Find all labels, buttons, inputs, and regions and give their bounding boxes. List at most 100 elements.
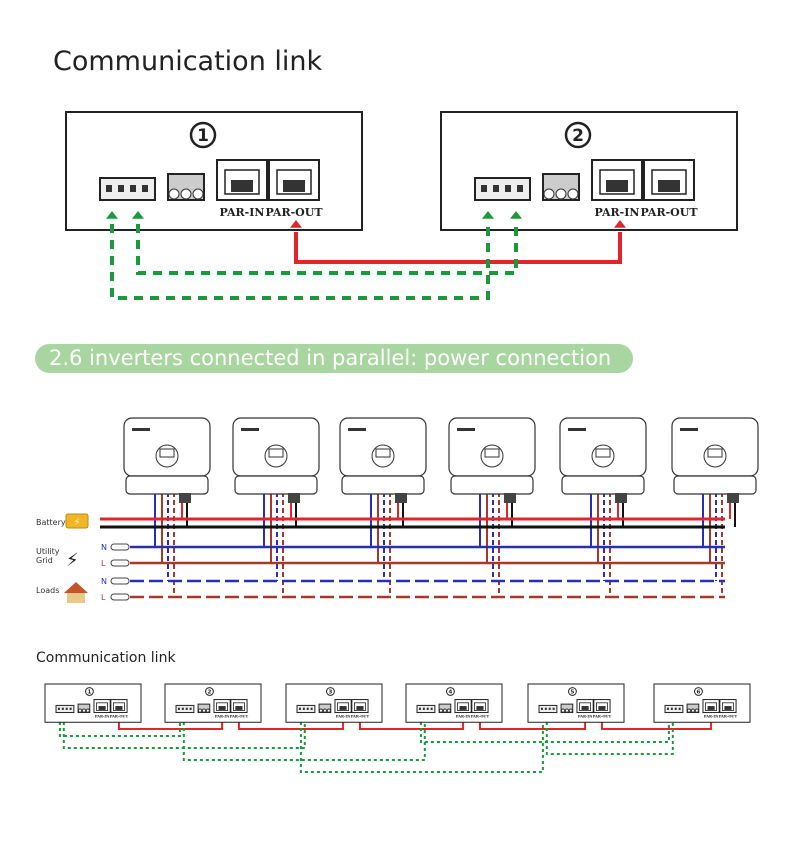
terminal-screw <box>201 708 207 713</box>
rj45-contacts <box>218 706 226 710</box>
rj45-contacts <box>476 706 484 710</box>
par-out-port-label: PAR-OUT <box>351 715 370 719</box>
arrow-head-icon <box>510 211 522 219</box>
terminal-screw <box>81 708 87 713</box>
rj45-icon <box>233 702 245 711</box>
rj45-icon <box>722 702 734 711</box>
terminal-pin <box>670 707 673 710</box>
par-in-port-label: PAR-IN <box>578 715 593 719</box>
comm-cable-green <box>299 722 544 773</box>
terminal-screw <box>543 188 555 200</box>
arrow-head-icon <box>290 220 302 228</box>
battery-icon <box>65 513 89 529</box>
rj45-icon <box>96 702 108 711</box>
par-in-port-label: PAR-IN <box>704 715 719 719</box>
banner: 2.6 inverters connected in parallel: pow… <box>35 344 633 373</box>
rj45-contacts <box>283 180 305 192</box>
display-icon <box>264 444 288 468</box>
rj45-contacts <box>235 706 243 710</box>
rj45-icon <box>651 169 687 195</box>
par-in-port-label: PAR-IN <box>215 715 230 719</box>
rj45-contacts <box>724 706 732 710</box>
terminal-pin <box>426 707 429 710</box>
brand-logo <box>132 428 150 431</box>
rj45-icon <box>224 169 260 195</box>
terminal-pin <box>544 707 547 710</box>
comm-cable-green <box>545 722 674 755</box>
rj45-contacts <box>707 706 715 710</box>
terminal-pin <box>302 707 305 710</box>
par-out-port-label: PAR-OUT <box>593 715 612 719</box>
par-out-port-label: PAR-OUT <box>471 715 490 719</box>
unit-number-circle <box>446 687 455 696</box>
comm-cable-green <box>419 722 670 743</box>
terminal-screw <box>690 708 696 713</box>
unit-number: 4 <box>449 689 453 695</box>
par-out-port-label: PAR-OUT <box>719 715 738 719</box>
lcd-screen <box>595 448 611 458</box>
rj45-icon <box>354 702 366 711</box>
inverter-base <box>450 475 534 495</box>
cable-terminal-icon <box>110 577 130 585</box>
par-in-port-label: PAR-IN <box>456 715 471 719</box>
terminal-screw <box>326 708 331 713</box>
inverter-base <box>341 475 425 495</box>
brand-logo <box>457 428 475 431</box>
unit-number-circle <box>564 121 592 149</box>
par-in-port-label: PAR-IN <box>336 715 351 719</box>
inverter-base <box>234 475 318 495</box>
rj45-icon <box>457 702 469 711</box>
unit-number-circle <box>189 121 217 149</box>
terminal-pin <box>674 707 677 710</box>
terminal-screw <box>85 708 90 713</box>
terminal-pin <box>540 707 543 710</box>
terminal-pin <box>181 707 184 710</box>
unit-number-circle <box>205 687 214 696</box>
par-out-port-label: PAR-OUT <box>110 715 129 719</box>
unit-number: 6 <box>697 689 701 695</box>
terminal-pin <box>678 707 681 710</box>
par-cable-red <box>358 722 465 730</box>
terminal-screw <box>322 708 328 713</box>
par-cable-red <box>600 722 713 730</box>
house-icon <box>64 582 88 593</box>
battery-connector <box>727 493 739 503</box>
terminal-block-2x2 <box>538 704 558 714</box>
phase-label: L <box>101 593 106 602</box>
lcd-screen <box>268 448 284 458</box>
bottom-title: Communication link <box>36 650 176 666</box>
cable-terminal-icon <box>110 593 130 601</box>
unit-number-circle <box>326 687 335 696</box>
rj45-icon <box>276 169 312 195</box>
rj45-contacts <box>459 706 467 710</box>
lcd-screen <box>159 448 175 458</box>
battery-connector <box>504 493 516 503</box>
terminal-pin <box>189 707 192 710</box>
rj45-contacts <box>658 180 680 192</box>
terminal-pin <box>418 707 421 710</box>
battery-connector <box>395 493 407 503</box>
brand-logo <box>568 428 586 431</box>
terminal-screw <box>197 708 203 713</box>
unit-number: 3 <box>329 689 333 695</box>
terminal-screw <box>694 708 699 713</box>
par-cable-red <box>117 722 224 730</box>
inverter-base <box>125 475 209 495</box>
unit-number: 5 <box>571 689 575 695</box>
brand-logo <box>680 428 698 431</box>
par-out-port-label: PAR-OUT <box>640 206 698 219</box>
terminal-screw <box>568 708 573 713</box>
rj45-contacts <box>115 706 123 710</box>
rj45-contacts <box>606 180 628 192</box>
lcd-screen <box>484 448 500 458</box>
lcd-screen <box>707 448 723 458</box>
par-cable-red <box>237 722 345 730</box>
rj45-contacts <box>581 706 589 710</box>
display-icon <box>703 444 727 468</box>
inverter-base <box>561 475 645 495</box>
terminal-pin <box>517 185 523 192</box>
terminal-pin <box>310 707 313 710</box>
grid-label: Utility Grid <box>36 547 60 565</box>
